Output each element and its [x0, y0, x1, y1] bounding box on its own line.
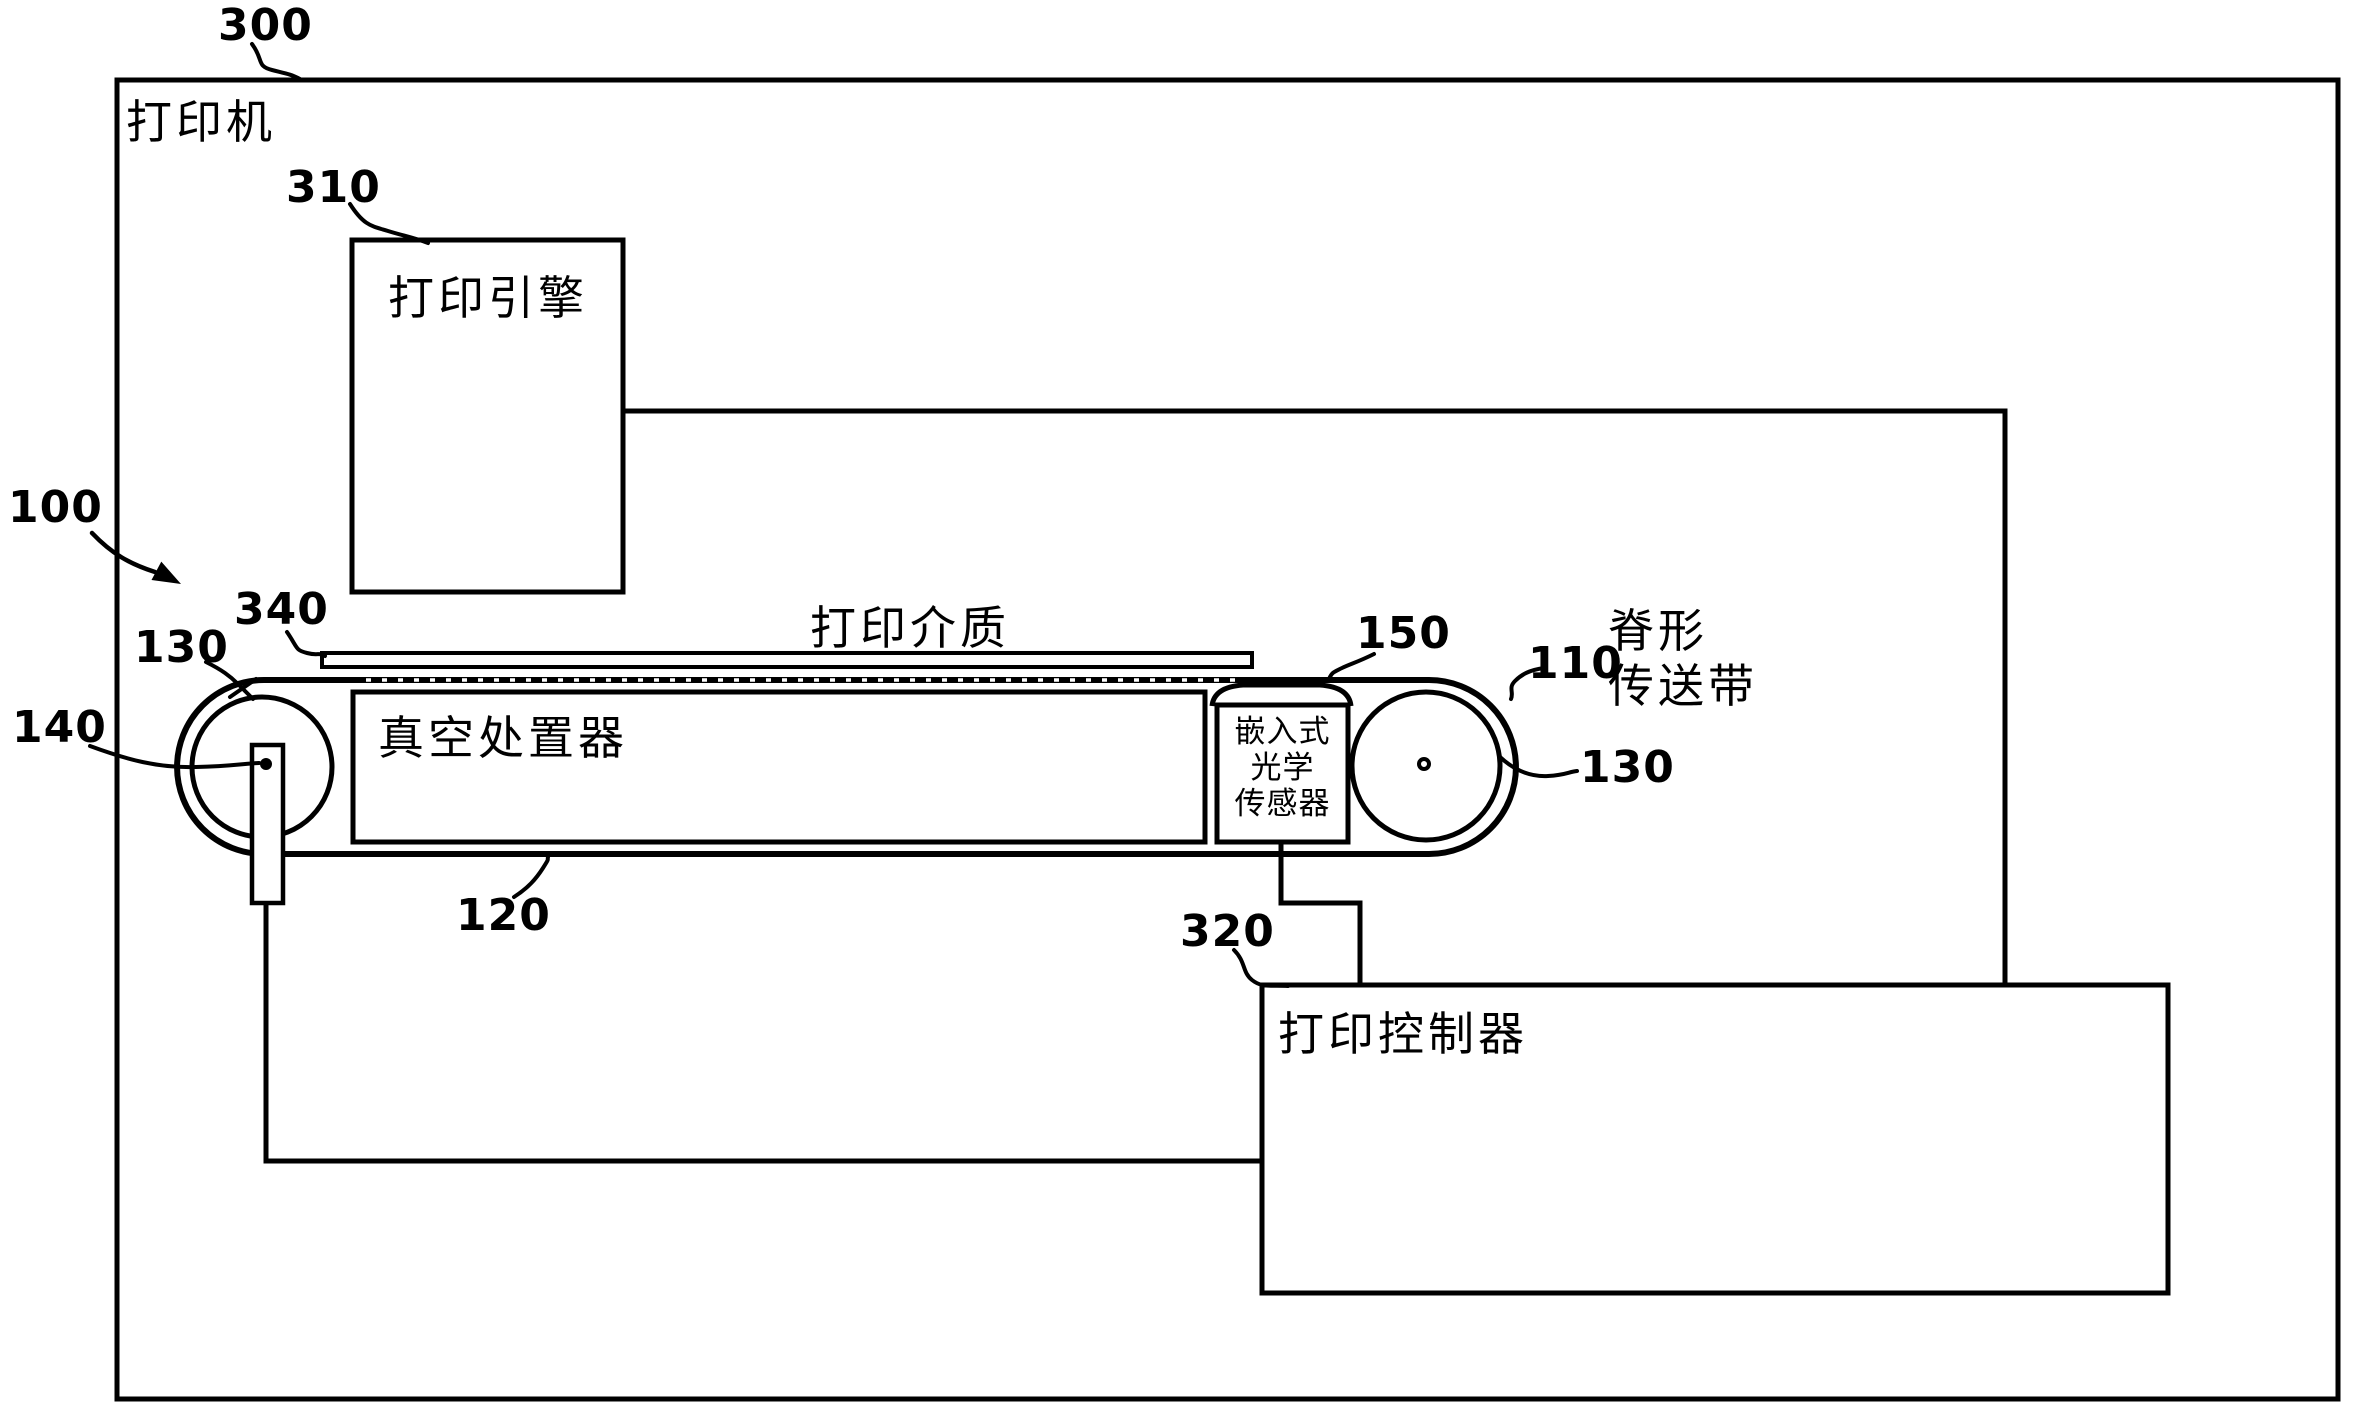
engine-to-controller-line — [623, 408, 2008, 983]
leader-130-left — [204, 660, 255, 701]
leader-140 — [88, 744, 261, 770]
ridge-belt-label: 脊形 传送带 — [1608, 604, 1758, 714]
leader-320 — [1232, 948, 1290, 988]
sensor-dome — [1209, 682, 1354, 707]
leader-120 — [512, 855, 550, 899]
leader-130-left-cross — [228, 677, 258, 699]
encoder-to-controller-line — [263, 903, 1260, 1164]
printer-enclosure-box — [114, 77, 2341, 1402]
printer-label: 打印机 — [126, 95, 276, 149]
ref-310: 310 — [286, 162, 381, 213]
left-roller-axle-dot — [260, 758, 272, 770]
right-roller-axle-dot — [1417, 757, 1431, 771]
optical-sensor-label: 嵌入式 光学 传感器 — [1217, 714, 1348, 822]
leader-300 — [250, 42, 302, 81]
print-media-strip — [320, 651, 1254, 669]
ref-120: 120 — [456, 890, 551, 941]
ref-110: 110 — [1528, 638, 1623, 689]
optical-sensor-label-line2: 光学 — [1250, 750, 1315, 786]
conveyor-belt-outline — [174, 677, 1519, 857]
optical-sensor-label-line1: 嵌入式 — [1234, 714, 1331, 750]
leader-110 — [1509, 666, 1546, 701]
leader-130-right — [1498, 755, 1579, 779]
ref-150: 150 — [1356, 608, 1451, 659]
leader-340 — [285, 630, 327, 658]
optical-sensor-box — [1214, 702, 1351, 845]
optical-sensor-label-line3: 传感器 — [1234, 786, 1331, 822]
ref-300: 300 — [218, 0, 313, 51]
vacuum-handler-label: 真空处置器 — [378, 711, 628, 765]
leader-150 — [1327, 652, 1376, 681]
ref-340: 340 — [234, 584, 329, 635]
print-controller-label: 打印控制器 — [1278, 1007, 1528, 1061]
ref-130-right: 130 — [1580, 742, 1675, 793]
ref-140: 140 — [12, 702, 107, 753]
arrow-100-head — [151, 561, 181, 584]
vacuum-handler-box — [350, 689, 1208, 845]
encoder-element — [249, 742, 286, 906]
arrow-100-line — [89, 530, 158, 575]
ref-320: 320 — [1180, 906, 1275, 957]
leader-310 — [348, 202, 430, 245]
right-roller — [1349, 689, 1503, 843]
ref-100: 100 — [8, 482, 103, 533]
ref-130-left: 130 — [134, 622, 229, 673]
print-engine-label: 打印引擎 — [388, 271, 588, 325]
ridge-belt-label-line1: 脊形 — [1608, 604, 1708, 658]
print-media-label: 打印介质 — [810, 601, 1010, 655]
print-engine-box — [349, 237, 626, 595]
print-controller-box — [1259, 982, 2171, 1296]
ridge-belt-label-line2: 传送带 — [1608, 659, 1758, 713]
sensor-to-controller-line — [1278, 844, 1363, 983]
